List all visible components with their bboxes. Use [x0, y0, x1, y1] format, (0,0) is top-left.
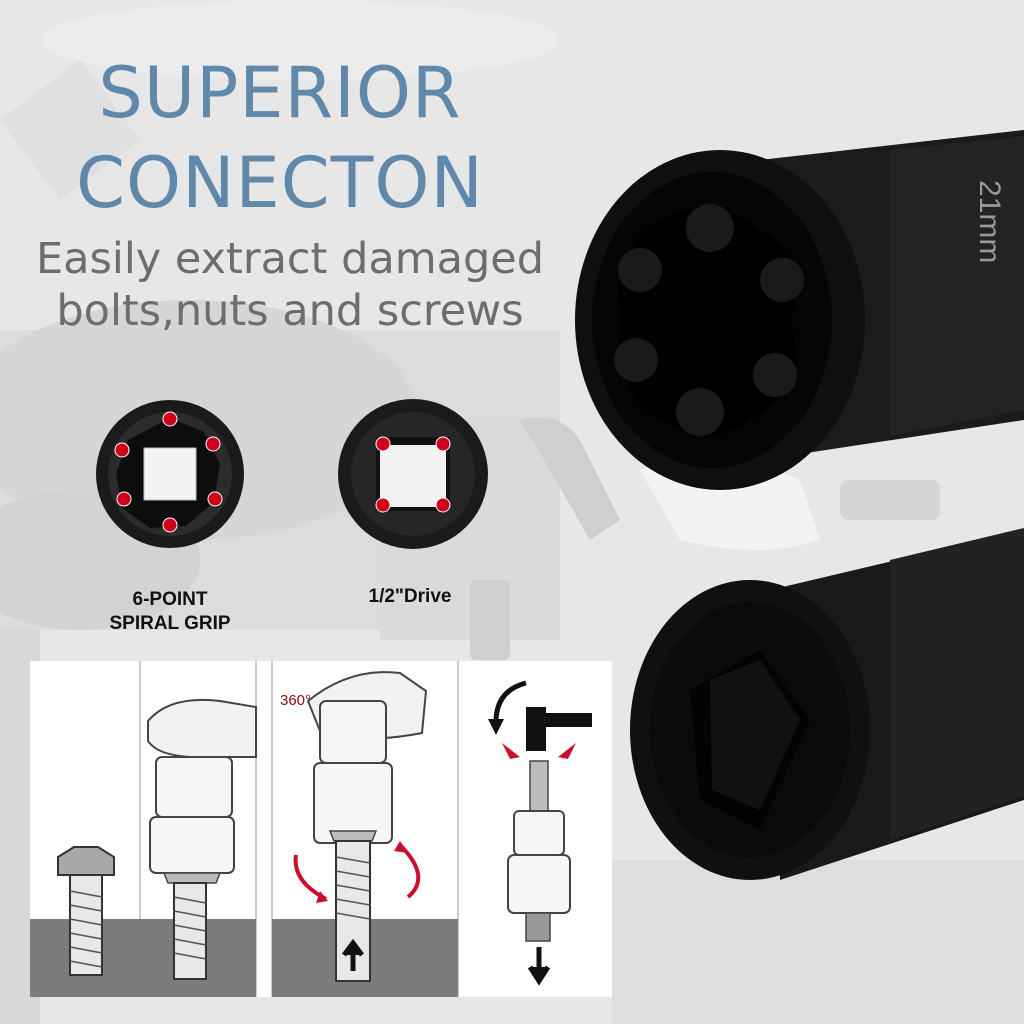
headline-line-2: CONECTON	[76, 142, 484, 224]
extractor-socket-photo: 21mm	[575, 130, 1024, 880]
feature-caption-drive: 1/2"Drive	[330, 585, 490, 609]
step-2-panel	[140, 698, 257, 997]
extractor-socket-bottom	[630, 528, 1024, 880]
square-drive-icon	[338, 399, 488, 549]
headline-line-1: SUPERIOR	[98, 52, 462, 134]
feature-caption-spiral: 6-POINT SPIRAL GRIP	[80, 588, 260, 636]
step-3-panel: 360°	[272, 671, 458, 997]
subtitle-line-2: bolts,nuts and screws	[56, 286, 524, 336]
socket-size-marking: 21mm	[973, 180, 1006, 263]
feature-caption-line-1: 1/2"Drive	[368, 586, 452, 607]
subtitle-line-1: Easily extract damaged	[35, 234, 545, 284]
spiral-socket-icon	[96, 400, 244, 548]
usage-steps-diagram: 360°	[30, 661, 612, 997]
rotation-label: 360°	[280, 692, 311, 709]
extractor-socket-top: 21mm	[575, 130, 1024, 490]
step-4-panel	[488, 680, 592, 986]
feature-caption-line-2: SPIRAL GRIP	[109, 613, 231, 634]
step-1-panel	[30, 846, 140, 997]
feature-caption-line-1: 6-POINT	[132, 589, 208, 610]
